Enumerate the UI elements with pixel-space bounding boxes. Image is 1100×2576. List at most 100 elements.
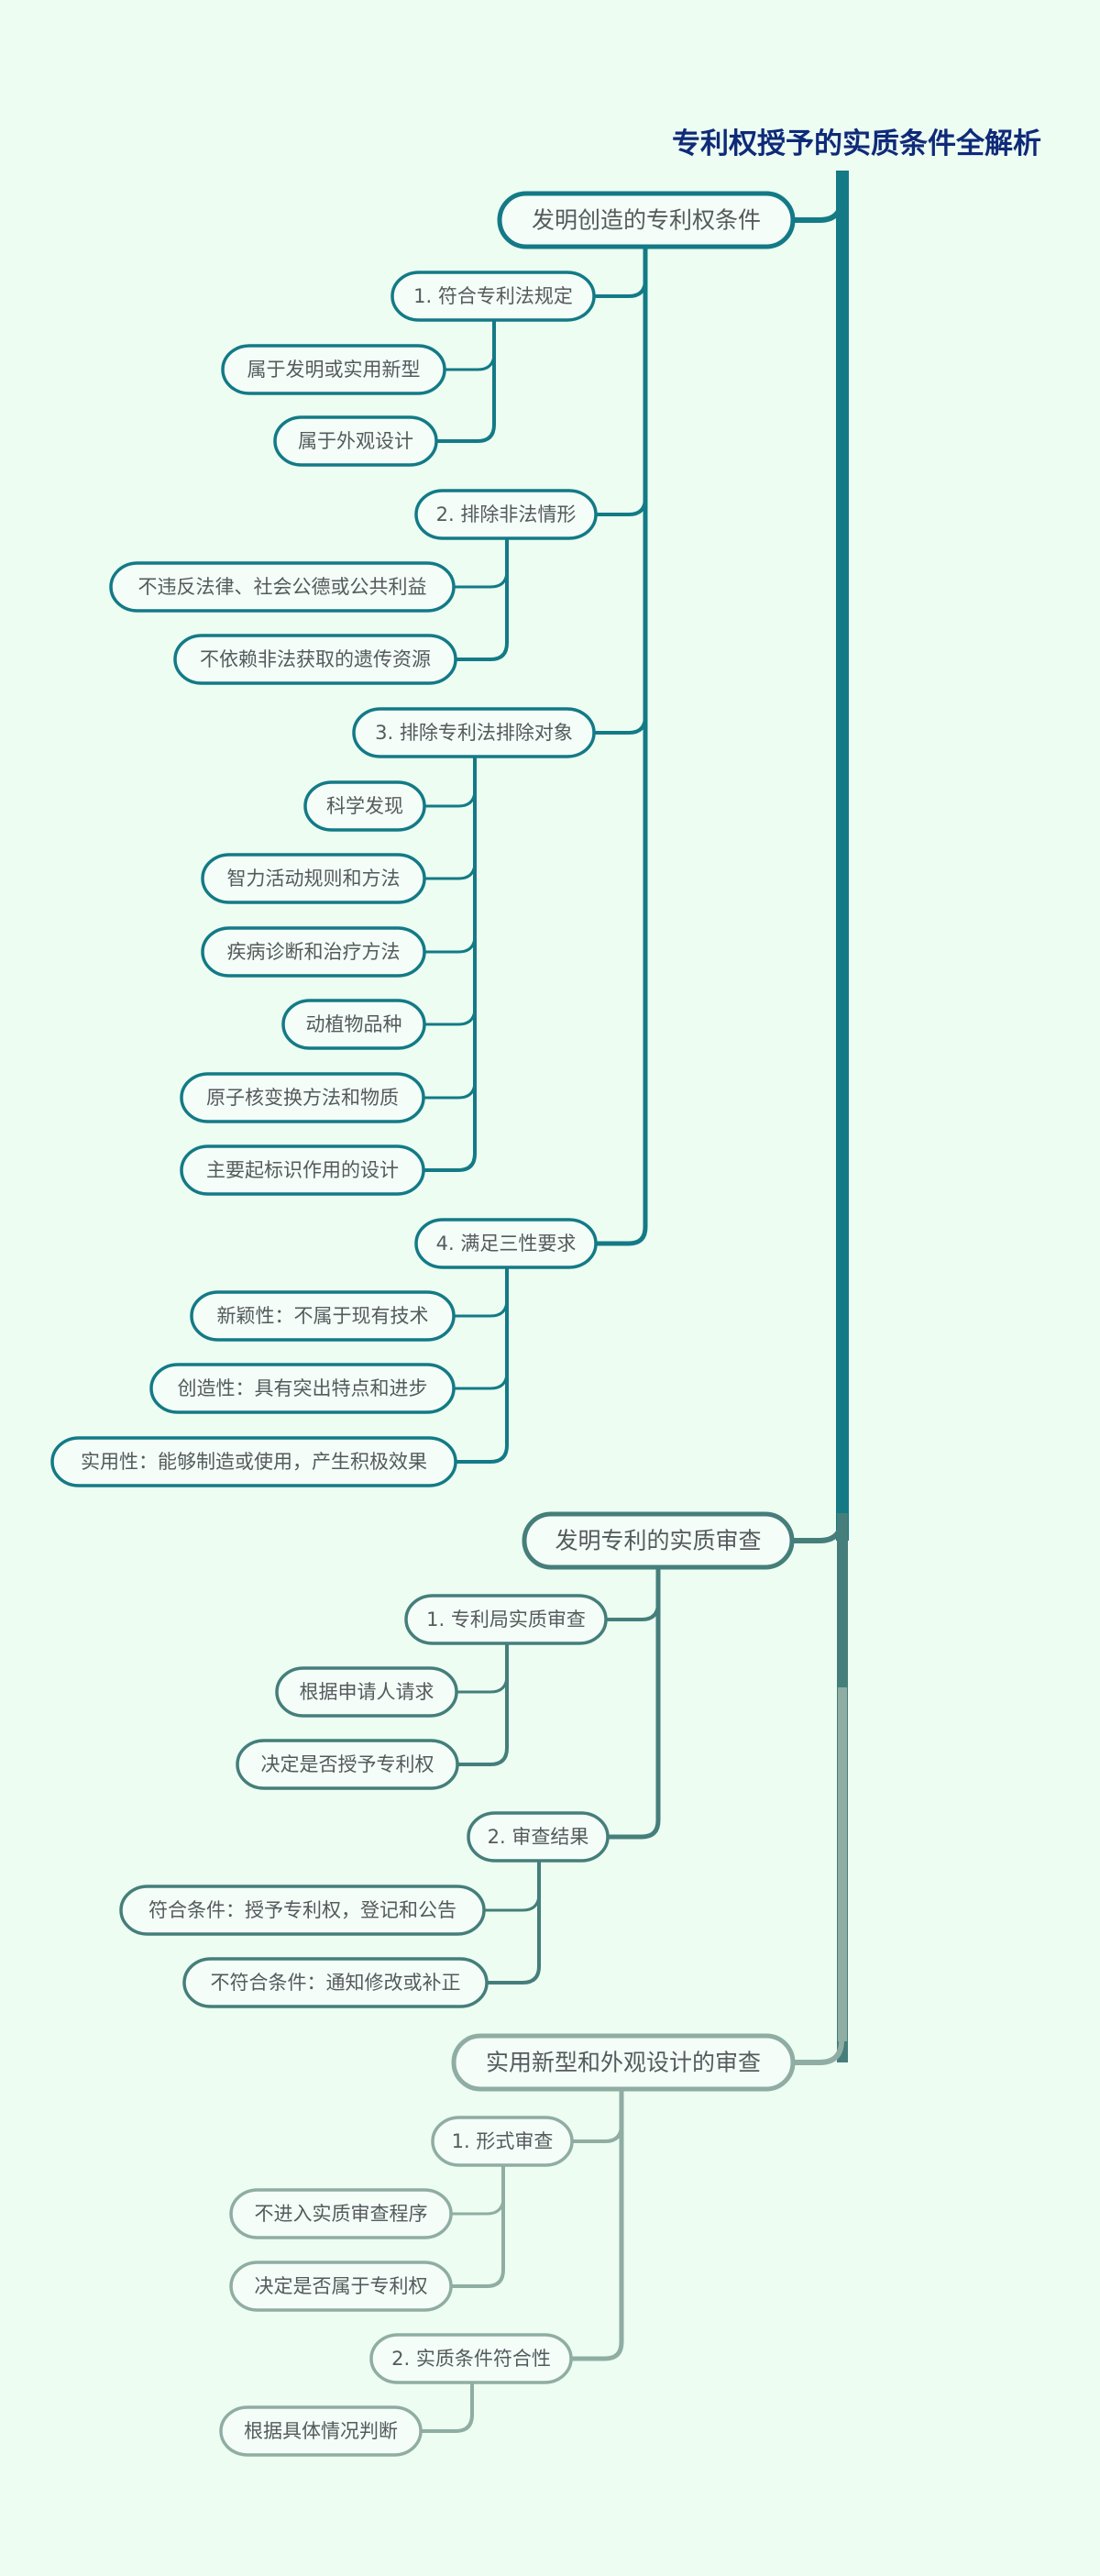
group-to-item-link [455,1674,509,1694]
leaf-node-label: 智力活动规则和方法 [227,868,401,890]
leaf-node-box [180,1144,425,1196]
branch-node-label: 实用新型和外观设计的审查 [486,2050,761,2076]
group-node: 2. 排除非法情形 [414,489,598,540]
group-to-item-link [482,1892,541,1912]
leaf-node-label: 属于外观设计 [298,430,413,452]
leaf-node-box [190,1290,456,1342]
branch-to-group-link [592,278,647,298]
leaf-node-box [236,1739,459,1790]
branch-to-group-link [594,496,647,516]
branch-node-box [522,1511,795,1570]
branch-node-label: 发明创造的专利权条件 [532,207,761,234]
leaf-node-label: 实用性：能够制造或使用，产生积极效果 [81,1451,427,1473]
group-spine [422,755,477,1172]
leaf-node: 符合条件：授予专利权，登记和公告 [119,1885,486,1936]
group-to-item-link [422,1079,477,1100]
group-node: 4. 满足三性要求 [414,1218,598,1269]
leaf-node: 创造性：具有突出特点和进步 [149,1363,456,1414]
branch-to-group-link [592,714,647,735]
group-spine [454,536,509,661]
group-node-label: 1. 形式审查 [452,2130,554,2152]
group-node-box [369,2333,573,2384]
trunk-segment-3 [838,1687,847,2041]
group-spine [454,1266,509,1464]
branch-node-label: 发明专利的实质审查 [555,1528,761,1554]
leaf-node-label: 根据申请人请求 [300,1681,434,1703]
group-to-item-link [423,934,477,954]
trunk-cap [836,171,849,180]
leaf-node-label: 动植物品种 [306,1013,402,1035]
leaf-node-box [201,853,426,904]
group-node: 1. 形式审查 [431,2116,574,2167]
leaf-node-box [229,2261,453,2312]
leaf-node-label: 原子核变换方法和物质 [206,1087,399,1109]
group-node-label: 2. 实质条件符合性 [391,2348,551,2370]
leaf-node-label: 主要起标识作用的设计 [206,1159,399,1181]
group-node: 2. 审查结果 [467,1811,610,1863]
group-node: 3. 排除专利法排除对象 [352,707,596,758]
branch-spine [568,2086,624,2361]
group-to-item-link [423,788,477,808]
group-node-label: 3. 排除专利法排除对象 [375,722,573,744]
group-node: 1. 符合专利法规定 [390,271,596,322]
branch-node-box [497,191,796,249]
leaf-node-box [275,1666,458,1718]
leaf-node-box [303,780,426,832]
branch-node: 发明专利的实质审查 [522,1511,795,1570]
leaf-node-box [281,999,426,1050]
leaf-node-box [173,634,457,685]
group-node-box [414,489,598,540]
leaf-node-box [201,926,426,978]
leaf-node: 不依赖非法获取的遗传资源 [173,634,457,685]
group-node-box [390,271,596,322]
leaf-node-label: 不依赖非法获取的遗传资源 [200,648,431,670]
group-to-item-link [443,351,496,371]
group-node-label: 1. 符合专利法规定 [413,285,573,307]
leaf-node-label: 疾病诊断和治疗方法 [227,941,401,963]
leaf-node-label: 不进入实质审查程序 [255,2203,428,2225]
group-to-item-link [449,2195,505,2216]
trunk-to-branch-link [790,2038,844,2065]
leaf-node-label: 属于发明或实用新型 [248,359,421,381]
branch-node: 发明创造的专利权条件 [497,191,796,249]
leaf-node-label: 决定是否属于专利权 [255,2275,428,2297]
branch-node: 实用新型和外观设计的审查 [451,2033,796,2092]
trunk-to-branch-link [790,195,844,223]
leaf-node-box [119,1885,486,1936]
connector-lines [419,171,849,2433]
leaf-node: 主要起标识作用的设计 [180,1144,425,1196]
group-node-label: 2. 审查结果 [488,1826,589,1848]
group-node-label: 2. 排除非法情形 [436,503,577,525]
leaf-node: 疾病诊断和治疗方法 [201,926,426,978]
leaf-node-box [273,415,438,467]
leaf-node: 新颖性：不属于现有技术 [190,1290,456,1342]
leaf-node-label: 符合条件：授予专利权，登记和公告 [148,1899,456,1921]
leaf-node: 动植物品种 [281,999,426,1050]
branch-node-box [451,2033,796,2092]
group-node: 2. 实质条件符合性 [369,2333,573,2384]
group-node-box [404,1594,608,1645]
leaf-node-box [180,1072,425,1123]
leaf-node: 不进入实质审查程序 [229,2188,453,2239]
group-node-label: 4. 满足三性要求 [436,1233,577,1255]
leaf-node-box [229,2188,453,2239]
group-to-item-link [452,1370,509,1390]
leaf-node-label: 决定是否授予专利权 [261,1753,434,1775]
leaf-node-box [149,1363,456,1414]
branch-to-group-link [604,1601,660,1621]
leaf-node-box [221,344,446,395]
group-spine [449,2163,505,2288]
branch-spine [593,244,648,1246]
leaf-node-label: 创造性：具有突出特点和进步 [178,1377,428,1399]
leaf-node: 根据具体情况判断 [219,2405,423,2457]
group-node: 1. 专利局实质审查 [404,1594,608,1645]
leaf-node: 科学发现 [303,780,426,832]
leaf-node: 不违反法律、社会公德或公共利益 [109,561,456,613]
group-to-item-link [452,1298,509,1318]
leaf-node-label: 新颖性：不属于现有技术 [217,1305,429,1327]
leaf-node: 属于发明或实用新型 [221,344,446,395]
group-spine [456,1642,509,1766]
leaf-node-box [182,1957,489,2008]
